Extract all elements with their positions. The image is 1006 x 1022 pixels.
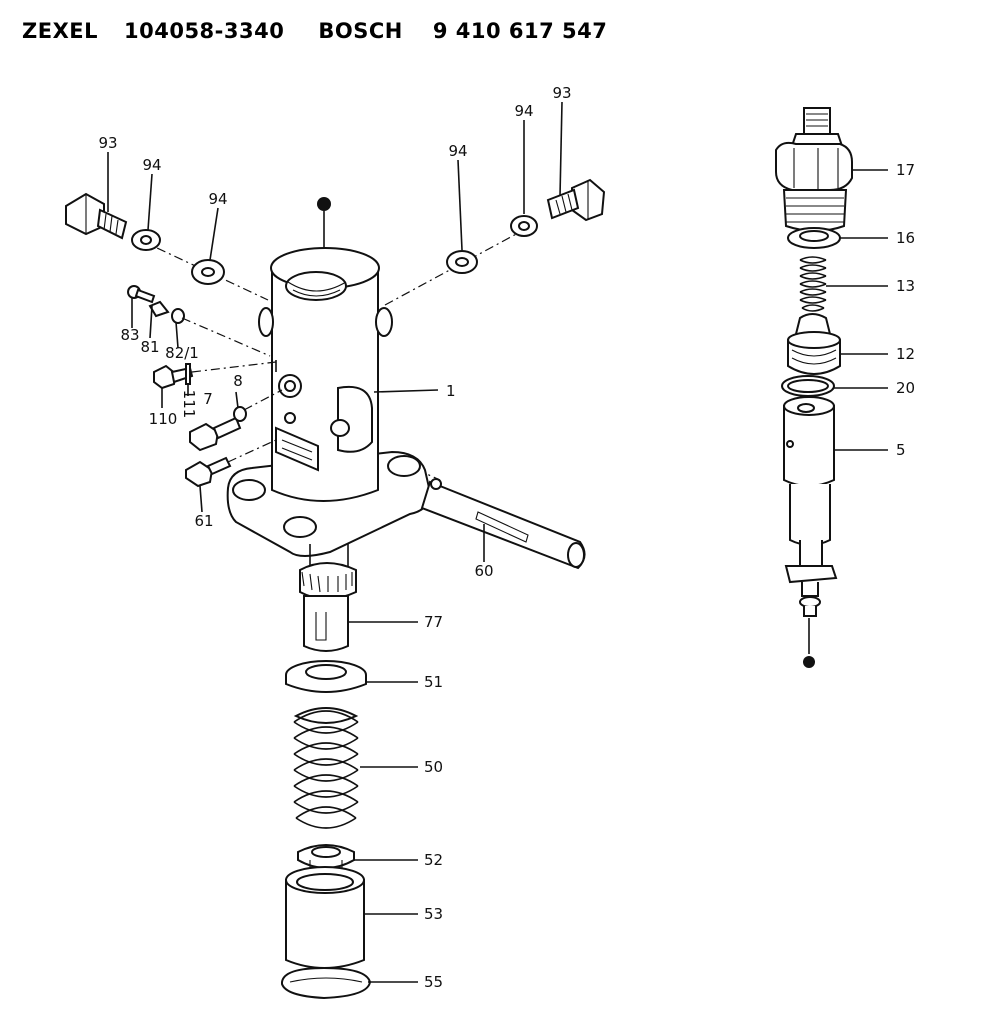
header-part-bosch: 9 410 617 547 bbox=[432, 19, 608, 43]
tappet bbox=[285, 866, 365, 969]
callout-51: 51 bbox=[424, 673, 443, 691]
callout-17: 17 bbox=[896, 161, 915, 179]
callout-94-right-b: 94 bbox=[514, 102, 533, 120]
screw-110 bbox=[153, 361, 277, 390]
callout-110: 110 bbox=[149, 410, 178, 428]
valve-spring bbox=[799, 256, 827, 312]
lower-spring-seat bbox=[297, 844, 355, 869]
callout-94-left-a: 94 bbox=[142, 156, 161, 174]
callout-7: 7 bbox=[203, 390, 213, 408]
callout-50: 50 bbox=[424, 758, 443, 776]
pump-housing bbox=[258, 247, 393, 502]
callout-83: 83 bbox=[120, 326, 139, 344]
callout-93-right: 93 bbox=[552, 84, 571, 102]
callout-111: 111 bbox=[180, 390, 198, 419]
callout-16: 16 bbox=[896, 229, 915, 247]
banjo-bolt-left bbox=[65, 192, 225, 285]
header-brand-bosch: BOSCH bbox=[318, 19, 403, 43]
callout-81: 81 bbox=[140, 338, 159, 356]
callout-53: 53 bbox=[424, 905, 443, 923]
callout-60: 60 bbox=[474, 562, 493, 580]
diagram-header: ZEXEL 104058-3340 BOSCH 9 410 617 547 bbox=[22, 14, 607, 48]
callout-82-1: 82/1 bbox=[165, 344, 199, 362]
screw-61 bbox=[185, 439, 277, 488]
plunger-spring bbox=[293, 707, 359, 829]
callout-94-right-a: 94 bbox=[448, 142, 467, 160]
control-rack bbox=[420, 478, 586, 570]
callout-93-left: 93 bbox=[98, 134, 117, 152]
snap-ring bbox=[281, 966, 372, 1000]
small-screw-set bbox=[127, 285, 271, 357]
callout-13: 13 bbox=[896, 277, 915, 295]
callout-8: 8 bbox=[233, 372, 243, 390]
plunger-barrel bbox=[783, 396, 838, 617]
header-part-zexel: 104058-3340 bbox=[124, 19, 285, 43]
pump-element-assembly bbox=[65, 101, 606, 1000]
callout-52: 52 bbox=[424, 851, 443, 869]
callout-1: 1 bbox=[446, 382, 456, 400]
screw-7 bbox=[189, 389, 283, 452]
callout-5: 5 bbox=[896, 441, 906, 459]
valve-holder-gasket bbox=[787, 227, 841, 249]
callout-55: 55 bbox=[424, 973, 443, 991]
marker-dot-top bbox=[317, 197, 331, 211]
delivery-valve bbox=[787, 313, 841, 375]
upper-spring-seat bbox=[285, 660, 367, 693]
control-sleeve bbox=[299, 544, 357, 652]
callout-20: 20 bbox=[896, 379, 915, 397]
callout-94-left-b: 94 bbox=[208, 190, 227, 208]
header-brand-zexel: ZEXEL bbox=[22, 19, 98, 43]
callout-12: 12 bbox=[896, 345, 915, 363]
o-ring bbox=[781, 375, 835, 397]
callout-61: 61 bbox=[194, 512, 213, 530]
marker-dot-bottom bbox=[803, 656, 815, 668]
callout-labels: 93 94 94 94 94 93 83 81 82/1 110 111 7 8… bbox=[98, 84, 915, 991]
valve-holder bbox=[775, 107, 853, 232]
callout-77: 77 bbox=[424, 613, 443, 631]
banjo-bolt-right bbox=[446, 178, 606, 274]
delivery-valve-assembly bbox=[775, 107, 888, 668]
